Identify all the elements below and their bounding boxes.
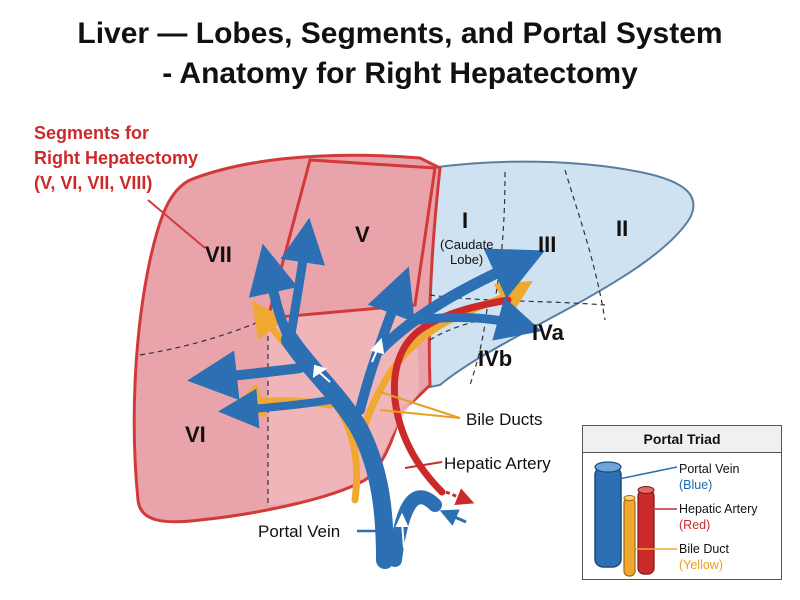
callout-portal-vein: Portal Vein — [258, 522, 340, 541]
legend-bile-duct-color: (Yellow) — [679, 558, 724, 572]
segment-label-ivb: IVb — [478, 346, 512, 371]
hepatic-artery-tree — [390, 296, 512, 496]
callout-hepatic-artery: Hepatic Artery — [444, 454, 551, 473]
segment-label-iva: IVa — [532, 320, 565, 345]
segment-label-vii: VII — [205, 242, 232, 267]
page-title-line-1: Liver — Lobes, Segments, and Portal Syst… — [77, 17, 723, 50]
dashed-division-left-2 — [564, 169, 606, 321]
segment-label-i: I — [462, 208, 468, 233]
legend-bile-duct-swatch — [623, 497, 636, 577]
legend-portal-vein-color: (Blue) — [679, 478, 713, 492]
note-line-3: (V, VI, VII, VIII) — [34, 173, 152, 193]
hepatic-artery-outflow-arrow — [445, 488, 475, 506]
legend-portal-vein-swatch — [594, 466, 622, 568]
legend-hepatic-artery-label: Hepatic Artery — [679, 502, 758, 516]
segment-i-sub-2: Lobe) — [450, 252, 483, 267]
portal-vein-tree — [187, 217, 545, 569]
dashed-division-right-1 — [139, 317, 269, 356]
legend-bile-duct-label: Bile Duct — [679, 542, 730, 556]
portal-vein-inflow-arrow — [439, 509, 467, 526]
hepatic-artery-callout-line — [404, 461, 443, 469]
callout-lines — [379, 391, 461, 419]
legend-portal-vein-label: Portal Vein — [679, 462, 740, 476]
page-title-line-2: - Anatomy for Right Hepatectomy — [162, 57, 638, 90]
segment-label-v: V — [355, 222, 370, 247]
legend-title: Portal Triad — [583, 426, 781, 453]
note-line-1: Segments for — [34, 123, 149, 143]
portal-triad-legend: Portal Triad Portal Vein (Blue) Hepatic … — [582, 425, 782, 580]
callout-bile-ducts: Bile Ducts — [466, 410, 543, 429]
left-lobe — [420, 160, 695, 390]
note-line-2: Right Hepatectomy — [34, 148, 198, 168]
segment-label-iii: III — [538, 232, 556, 257]
dashed-division-left-1 — [494, 171, 506, 301]
legend-vessel-illustration — [594, 461, 678, 577]
segment-i-sub-1: (Caudate — [440, 237, 493, 252]
note-pointer-line — [147, 199, 206, 249]
segment-label-ii: II — [616, 216, 628, 241]
segment-label-vi: VI — [185, 422, 206, 447]
flow-arrows — [312, 337, 409, 549]
legend-hepatic-artery-color: (Red) — [679, 518, 711, 532]
legend-hepatic-artery-swatch — [637, 489, 655, 575]
